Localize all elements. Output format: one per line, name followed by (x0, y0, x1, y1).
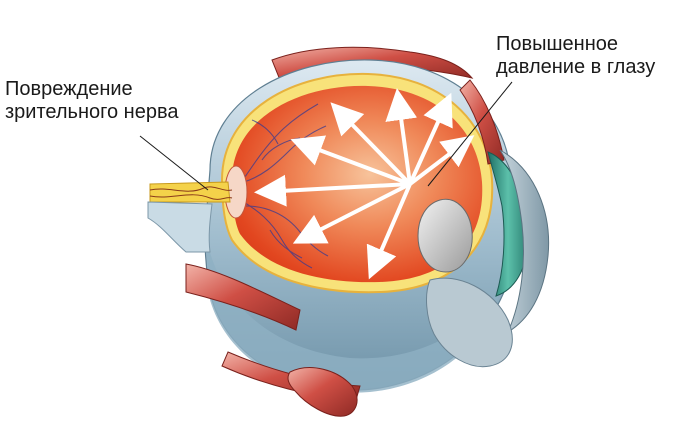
lens (417, 198, 473, 273)
pressure-arrow (330, 102, 412, 186)
label-optic-nerve-damage-line1: Повреждение (5, 78, 133, 100)
pressure-arrow (254, 174, 411, 207)
label-increased-pressure-line1: Повышенное (496, 33, 619, 55)
lower-muscle-end (287, 367, 358, 417)
sclera-nerve-sheath (147, 201, 213, 253)
leader-line-nerve (139, 135, 209, 191)
pressure-arrow (408, 92, 453, 185)
label-increased-pressure-line2: давление в глазу (496, 56, 656, 78)
pressure-arrow (290, 135, 411, 186)
pressure-arrow (292, 182, 411, 244)
optic-nerve-fibers (149, 186, 233, 200)
label-optic-nerve-damage: Повреждение зрительного нерва (5, 78, 178, 124)
pressure-arrow (366, 183, 412, 280)
label-increased-pressure: Повышенное давление в глазу (496, 33, 655, 79)
left-muscle (185, 263, 301, 331)
label-optic-nerve-damage-line2: зрительного нерва (5, 101, 179, 123)
anterior-lower (426, 277, 513, 368)
sclera-lower (205, 230, 500, 393)
pressure-arrow (408, 135, 475, 186)
leader-line-pressure (427, 81, 513, 187)
pressure-arrow (385, 88, 418, 185)
pressure-arrows (254, 88, 475, 280)
